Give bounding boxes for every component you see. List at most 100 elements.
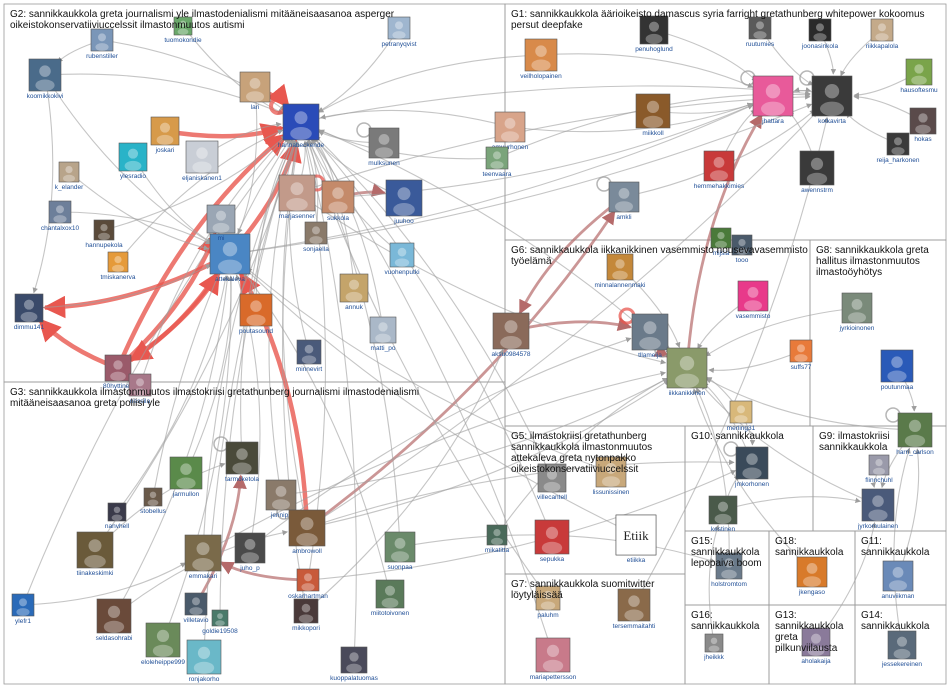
node-ambrowoll[interactable]: ambrowoll xyxy=(289,510,325,555)
node-sonjaella[interactable]: sonjaella xyxy=(303,222,329,253)
node-aksu0984578[interactable]: aksu0984578 xyxy=(491,313,530,358)
avatar-head-icon xyxy=(546,527,558,539)
node-ruutumies[interactable]: ruutumies xyxy=(746,17,775,48)
node-lari[interactable]: lari xyxy=(240,72,270,111)
node-poutasound[interactable]: poutasound xyxy=(239,294,273,335)
node-marjasenner[interactable]: marjasenner xyxy=(279,175,316,220)
avatar-body-icon xyxy=(820,102,844,116)
node-veilholopainen[interactable]: veilholopainen xyxy=(520,39,562,80)
node-kestinen[interactable]: kestinen xyxy=(709,496,737,533)
node-miikkoll[interactable]: miikkoll xyxy=(636,94,670,137)
node-oskarhartman[interactable]: oskarhartman xyxy=(288,569,328,600)
node-awennstrm[interactable]: awennstrm xyxy=(800,151,834,194)
node-petranyqvist[interactable]: petranyqvist xyxy=(381,17,416,48)
node-ronjakorho[interactable]: ronjakorho xyxy=(187,640,221,683)
node-penuhoglund[interactable]: penuhoglund xyxy=(635,16,673,53)
group-title-g3: mitääneisaasanoa greta poliisi yle xyxy=(10,398,161,409)
node-dimmu141[interactable]: dimmu141 xyxy=(14,294,45,331)
avatar-head-icon xyxy=(160,123,170,133)
node-joskari[interactable]: joskari xyxy=(151,117,179,154)
node-hemmehakkimies[interactable]: hemmehakkimies xyxy=(694,151,745,190)
node-tarmoketola[interactable]: tarmoketola xyxy=(225,442,259,483)
group-title-g2: G2: sannikkaukkola greta journalismi yle… xyxy=(10,9,395,20)
node-jessekereinen[interactable]: jessekereinen xyxy=(881,631,922,668)
node-jyrkomulainen[interactable]: jyrkomulainen xyxy=(857,489,898,530)
node-mikkopori[interactable]: mikkopori xyxy=(292,599,320,632)
avatar-head-icon xyxy=(100,224,107,231)
node-tersemmaitahti[interactable]: tersemmaitahti xyxy=(613,589,656,630)
node-jmkorhonen[interactable]: jmkorhonen xyxy=(734,447,769,488)
node-matti_po[interactable]: matti_po xyxy=(370,317,396,352)
node-mulksunen[interactable]: mulksunen xyxy=(368,128,400,167)
node-chantalxox10[interactable]: chantalxox10 xyxy=(41,201,80,232)
node-seldasohrabi[interactable]: seldasohrabi xyxy=(96,599,133,642)
avatar-head-icon xyxy=(894,137,902,145)
node-kotkavirta[interactable]: kotkavirta xyxy=(812,76,852,125)
node-teenvaara[interactable]: teenvaara xyxy=(483,147,512,178)
avatar-body-icon xyxy=(612,271,628,280)
node-jheikkk[interactable]: jheikkk xyxy=(703,634,725,661)
node-iikkanikkinen[interactable]: iikkanikkinen xyxy=(667,348,707,397)
node-mnnevirt[interactable]: minnevirt xyxy=(296,340,323,373)
node-jyrkioinonen[interactable]: jyrkioinonen xyxy=(839,293,875,332)
node-merling31[interactable]: merling31 xyxy=(727,401,756,432)
avatar-body-icon xyxy=(646,34,663,44)
avatar-head-icon xyxy=(196,147,208,159)
node-nanvhell[interactable]: nanvhell xyxy=(105,503,130,530)
node-amuurhonen[interactable]: amuurhonen xyxy=(492,112,529,151)
node-tiinakeskimki[interactable]: tiinakeskimki xyxy=(77,532,114,577)
node-k_elander[interactable]: k_elander xyxy=(55,162,84,191)
avatar-body-icon xyxy=(328,201,347,213)
node-vuohenputki[interactable]: vuohenputki xyxy=(384,243,419,276)
edge-hannabeckende-kotkavirta xyxy=(301,86,810,122)
group-title-g8: G8: sannikkaukkola greta xyxy=(816,245,929,256)
node-sepukka[interactable]: sepukka xyxy=(535,520,569,563)
node-hannupekola[interactable]: hannupekola xyxy=(85,220,123,249)
avatar-head-icon xyxy=(197,542,210,555)
node-miitotoivonen[interactable]: miitotoivonen xyxy=(371,580,410,617)
node-stobellus[interactable]: stobellus xyxy=(140,488,166,515)
avatar-head-icon xyxy=(113,360,122,369)
node-eloleheippe999[interactable]: eloleheippe999 xyxy=(141,623,185,666)
node-hannabeckende[interactable]: hannabeckende xyxy=(278,104,325,149)
node-ylefr1[interactable]: ylefr1 xyxy=(12,594,34,625)
node-jarmullon[interactable]: jarmullon xyxy=(170,457,202,498)
node-villetavio[interactable]: villetavio xyxy=(184,593,209,624)
node-mikatitta[interactable]: mikatitta xyxy=(485,525,510,554)
node-suffs77[interactable]: suffs77 xyxy=(790,340,812,371)
node-jkengaso[interactable]: jkengaso xyxy=(797,557,827,596)
avatar-head-icon xyxy=(619,188,630,199)
node-harri_carlson[interactable]: harri_carlson xyxy=(896,413,934,456)
node-ylesradio[interactable]: ylesradio xyxy=(119,143,147,180)
node-mariapettersson[interactable]: mariapettersson xyxy=(530,638,577,681)
node-minnalannenmaki[interactable]: minnalannenmaki xyxy=(595,254,646,289)
node-sukkola[interactable]: sukkola xyxy=(322,181,354,222)
node-anuviikman[interactable]: anuviikman xyxy=(882,561,915,600)
avatar-head-icon xyxy=(385,586,395,596)
node-riikkapalola[interactable]: riikkapalola xyxy=(866,19,899,50)
node-joonasinkola[interactable]: joonasinkola xyxy=(801,19,839,50)
avatar-body-icon xyxy=(95,43,108,51)
node-suonpaa[interactable]: suonpaa xyxy=(385,532,415,571)
node-annuk[interactable]: annuk xyxy=(340,274,368,311)
avatar-body-icon xyxy=(21,312,38,322)
avatar-body-icon xyxy=(290,127,312,140)
avatar-head-icon xyxy=(217,613,223,619)
avatar-body-icon xyxy=(241,552,259,563)
node-vasemmisto[interactable]: vasemmisto xyxy=(736,281,771,320)
node-juho_p[interactable]: juho_p xyxy=(235,533,265,572)
node-poutunmaa[interactable]: poutunmaa xyxy=(881,350,914,391)
node-flinnchuhl[interactable]: flinnchuhl xyxy=(865,455,893,484)
node-emmakari[interactable]: emmakari xyxy=(185,535,221,580)
node-attekaleva[interactable]: attekaleva xyxy=(210,234,250,283)
node-eljaniskanen1[interactable]: eljaniskanen1 xyxy=(182,141,222,182)
node-hokas[interactable]: hokas xyxy=(910,108,936,143)
avatar-head-icon xyxy=(216,211,226,221)
node-tmiskanerva[interactable]: tmiskanerva xyxy=(100,252,135,281)
node-kuoppalatuomas[interactable]: kuoppalatuomas xyxy=(330,647,378,682)
node-koomikkokivi[interactable]: koomikkokivi xyxy=(27,59,64,100)
node-hausoftesmu[interactable]: hausoftesmu xyxy=(900,59,938,94)
node-label: vasemmisto xyxy=(736,313,771,320)
node-rubenstiller[interactable]: rubenstiller xyxy=(86,29,119,60)
node-label: emmakari xyxy=(189,573,218,580)
